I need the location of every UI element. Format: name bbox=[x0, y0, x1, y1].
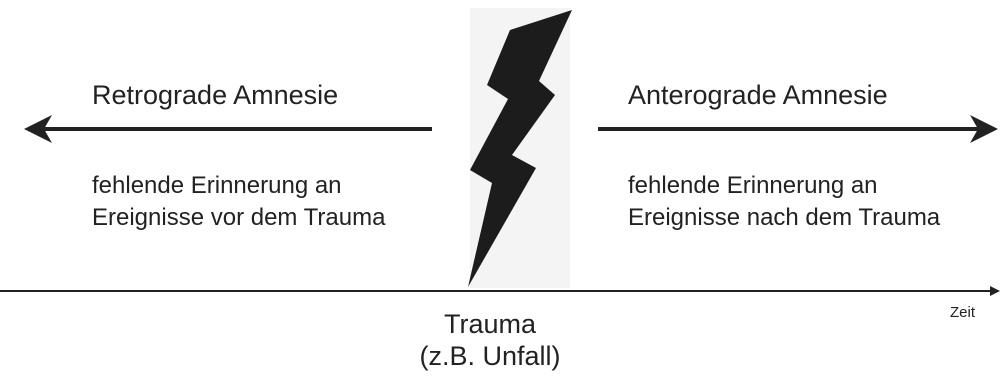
time-axis-arrowhead-icon bbox=[990, 286, 1000, 296]
lightning-bolt-icon bbox=[468, 10, 572, 287]
trauma-label: Trauma (z.B. Unfall) bbox=[410, 308, 570, 372]
retrograde-amnesia-heading: Retrograde Amnesie bbox=[92, 80, 339, 110]
retrograde-amnesia-description: fehlende Erinnerung an Ereignisse vor de… bbox=[92, 170, 385, 234]
retrograde-description-line-1: fehlende Erinnerung an bbox=[92, 172, 342, 199]
anterograde-amnesia-heading: Anterograde Amnesie bbox=[628, 80, 888, 110]
retrograde-arrowhead-icon bbox=[24, 115, 52, 143]
anterograde-amnesia-description: fehlende Erinnerung an Ereignisse nach d… bbox=[628, 170, 940, 234]
anterograde-description-line-2: Ereignisse nach dem Trauma bbox=[628, 204, 941, 231]
anterograde-description-line-1: fehlende Erinnerung an bbox=[628, 172, 878, 199]
time-axis-label: Zeit bbox=[950, 304, 976, 321]
trauma-label-line-1: Trauma bbox=[443, 309, 537, 339]
trauma-label-line-2: (z.B. Unfall) bbox=[419, 341, 561, 371]
anterograde-arrowhead-icon bbox=[970, 115, 998, 143]
retrograde-description-line-2: Ereignisse vor dem Trauma bbox=[92, 204, 386, 231]
